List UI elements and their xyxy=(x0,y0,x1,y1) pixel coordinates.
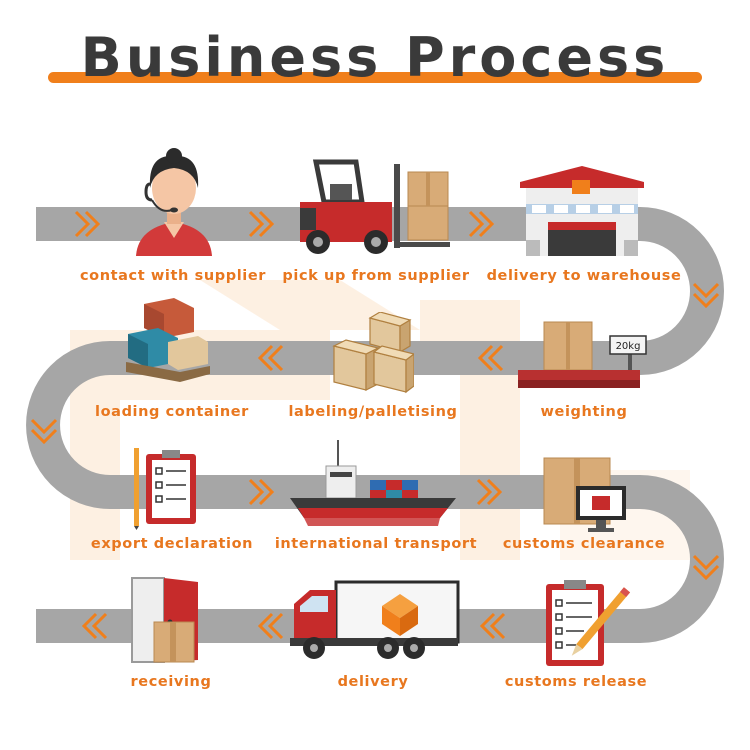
step-label-weighting: weighting xyxy=(540,404,628,420)
step-label-loading-container: loading container xyxy=(95,404,249,420)
box-monitor-icon xyxy=(543,457,626,532)
door-box-icon xyxy=(131,577,198,663)
warehouse-icon xyxy=(520,166,644,256)
step-label-receiving: receiving xyxy=(130,674,212,690)
chevrons-row4 xyxy=(81,612,506,640)
step-label-labeling-palletising: labeling/palletising xyxy=(288,404,458,420)
page-title: Business Process xyxy=(80,26,670,89)
containers-icon xyxy=(126,298,210,382)
chevrons-row1 xyxy=(74,210,495,238)
step-label-export-declaration: export declaration xyxy=(90,536,254,552)
chevrons-row2 xyxy=(257,344,504,372)
forklift-icon xyxy=(300,159,450,254)
title-underline xyxy=(48,72,702,83)
step-label-pick-up-from-supplier: pick up from supplier xyxy=(282,268,470,284)
cargo-ship-icon xyxy=(290,440,456,526)
support-agent-icon xyxy=(136,148,212,256)
step-label-contact-with-supplier: contact with supplier xyxy=(79,268,267,284)
step-label-delivery-to-warehouse: delivery to warehouse xyxy=(486,268,682,284)
chevrons-curve1 xyxy=(692,282,720,309)
step-label-customs-clearance: customs clearance xyxy=(502,536,666,552)
wooden-crates-icon xyxy=(332,312,414,394)
truck-icon xyxy=(290,580,460,659)
scale-icon: 20kg xyxy=(518,321,647,388)
clipboard-pencil-icon xyxy=(546,580,631,666)
scale-reading: 20kg xyxy=(616,341,641,352)
chevrons-curve3 xyxy=(692,554,720,581)
chevrons-row3 xyxy=(248,478,503,506)
chevrons-curve2 xyxy=(30,418,58,445)
step-label-delivery: delivery xyxy=(337,674,409,690)
road-path xyxy=(26,207,724,643)
step-label-international-transport: international transport xyxy=(274,536,478,552)
step-label-customs-release: customs release xyxy=(504,674,648,690)
clipboard-checklist-icon xyxy=(134,448,196,530)
